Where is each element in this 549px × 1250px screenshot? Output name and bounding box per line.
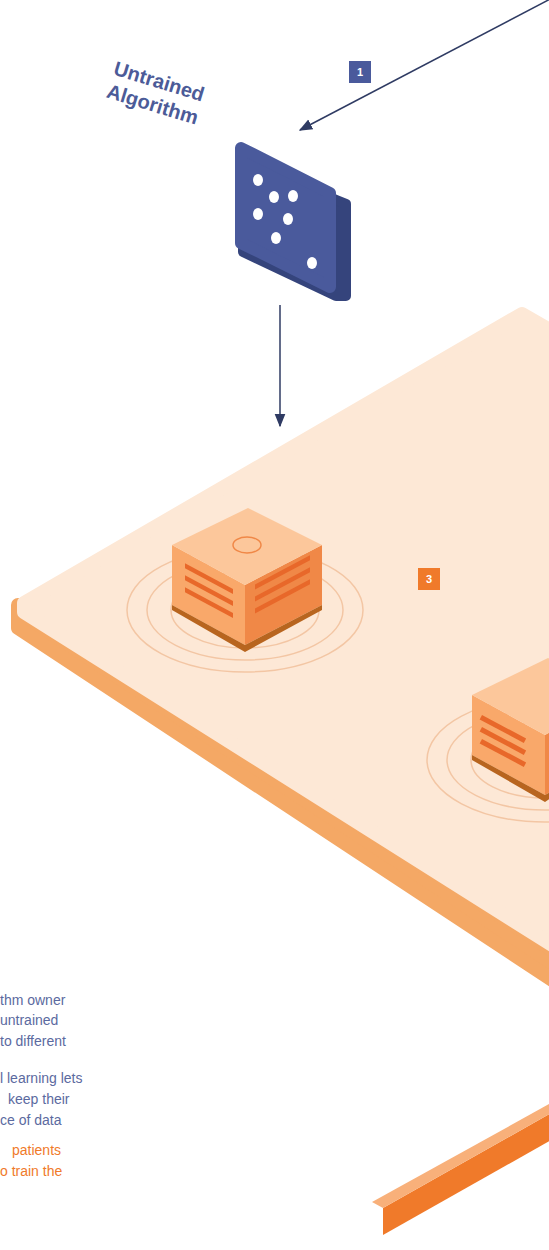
caption-fragment: l learning lets: [0, 1069, 83, 1087]
node-heading: Untrained Algorithm: [104, 56, 242, 140]
hospital-building: [172, 508, 322, 652]
bottom-bar: [372, 1098, 549, 1235]
caption-fragment: keep their: [8, 1090, 69, 1108]
hospital-windows: [185, 555, 310, 618]
callout-number: 1: [349, 61, 371, 83]
caption-fragment: patients: [12, 1141, 61, 1159]
down-arrow: [279, 305, 281, 426]
incoming-arrow: [300, 0, 549, 130]
caption-fragment: ce of data: [0, 1111, 62, 1129]
callout-number: 3: [418, 568, 440, 590]
caption-fragment: thm owner: [0, 991, 65, 1009]
caption-fragment: to different: [0, 1032, 66, 1050]
caption-fragment: o train the: [0, 1162, 62, 1180]
caption-fragment: untrained: [0, 1011, 58, 1029]
algorithm-node: Untrained Algorithm: [110, 50, 360, 310]
platform-top: [24, 314, 549, 950]
hospital-building-2: [472, 658, 549, 802]
